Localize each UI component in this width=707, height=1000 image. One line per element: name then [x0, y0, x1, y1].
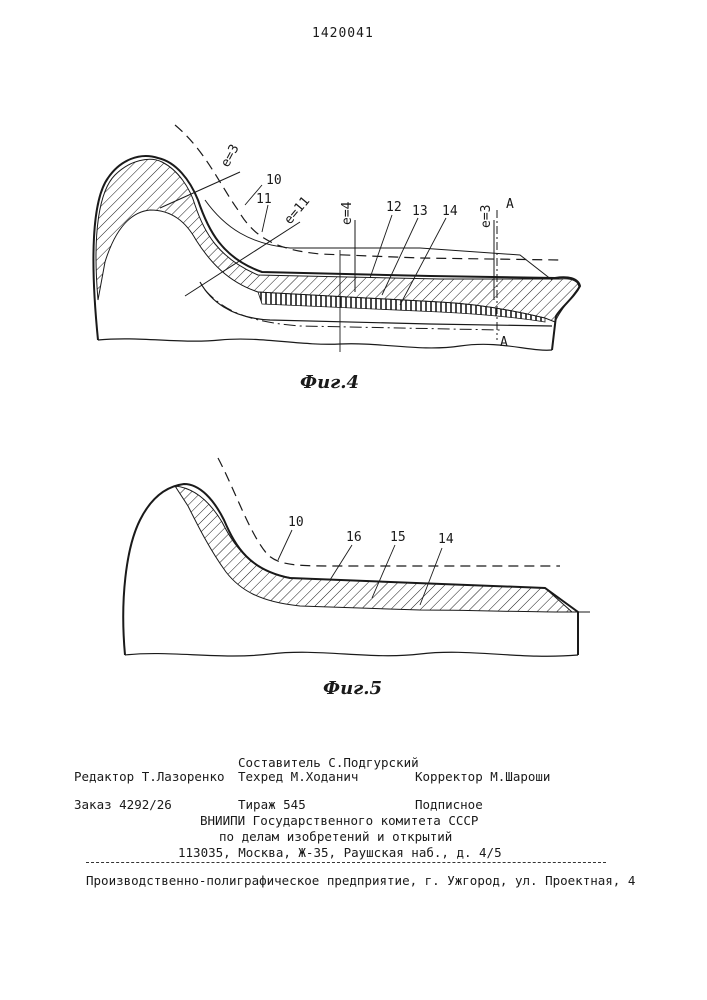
fig5-dashed-profile-10: [218, 458, 560, 566]
editor-line: Редактор Т.Лазоренко: [74, 769, 225, 784]
affairs-line: по делам изобретений и открытий: [219, 829, 452, 844]
fig5-hatched-layer: [175, 486, 572, 612]
colophon: Составитель С.Подгурский Редактор Т.Лазо…: [0, 752, 707, 892]
fig5-label-16: 16: [346, 530, 362, 545]
corrector-line: Корректор М.Шароши: [415, 769, 550, 784]
compiler-line: Составитель С.Подгурский: [238, 755, 419, 770]
institute-line: ВНИИПИ Государственного комитета СССР: [200, 813, 478, 828]
order-line: Заказ 4292/26: [74, 797, 172, 812]
fig5-leader-10: [278, 530, 292, 560]
printer-line: Производственно-полиграфическое предприя…: [86, 873, 635, 888]
circulation-line: Тираж 545: [238, 797, 306, 812]
subscription-line: Подписное: [415, 797, 483, 812]
figure-5-caption: Фиг.5: [323, 678, 382, 699]
techred-line: Техред М.Ходанич: [238, 769, 358, 784]
address-line: 113035, Москва, Ж-35, Раушская наб., д. …: [178, 845, 502, 860]
fig5-label-14: 14: [438, 532, 454, 547]
fig5-break-line: [125, 652, 578, 656]
figure-5-drawing: 10 16 15 14: [0, 0, 707, 700]
fig5-label-10: 10: [288, 515, 304, 530]
fig5-leader-16: [330, 545, 352, 580]
fig5-label-15: 15: [390, 530, 406, 545]
divider-rule: [86, 862, 606, 863]
